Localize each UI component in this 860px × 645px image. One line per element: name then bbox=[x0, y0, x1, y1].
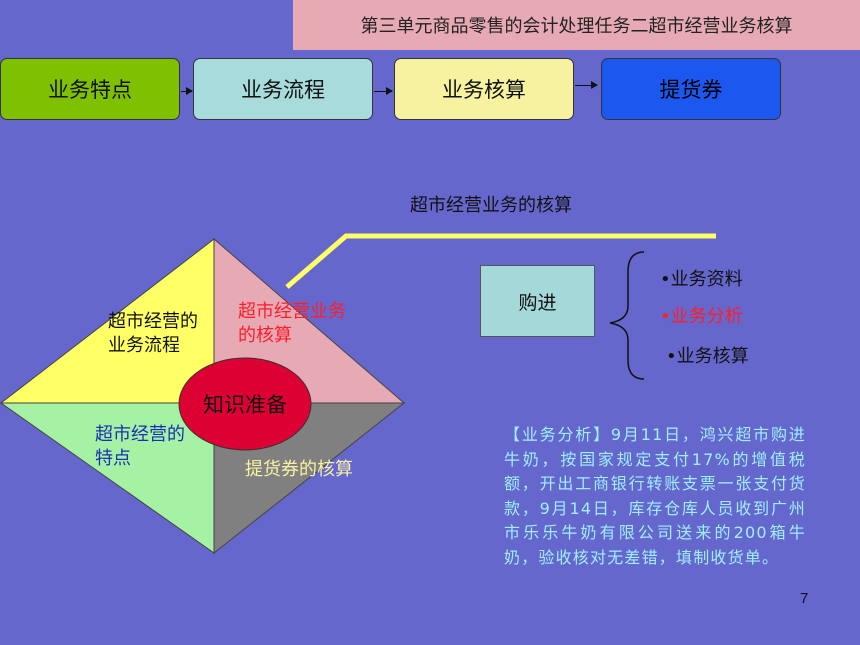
quadrant-label-accounting: 超市经营业务的核算 bbox=[238, 301, 346, 346]
nav-button-vouchers[interactable]: 提货券 bbox=[601, 58, 781, 120]
nav-label: 提货券 bbox=[659, 78, 723, 102]
page-number: 7 bbox=[800, 590, 809, 607]
nav-label: 业务核算 bbox=[442, 78, 526, 102]
slide-title: 第三单元商品零售的会计处理任务二超市经营业务核算 bbox=[360, 16, 793, 37]
quadrant-label-features: 超市经营的特点 bbox=[95, 424, 185, 469]
bullet-business-data[interactable]: •业务资料 bbox=[660, 269, 743, 290]
nav-button-features[interactable]: 业务特点 bbox=[0, 58, 180, 120]
bullet-business-analysis[interactable]: •业务分析 bbox=[660, 306, 743, 327]
nav-button-process[interactable]: 业务流程 bbox=[193, 58, 373, 120]
nav-label: 业务特点 bbox=[48, 78, 132, 102]
purchase-label: 购进 bbox=[518, 292, 557, 314]
business-analysis-text: 【业务分析】9月11日，鸿兴超市购进牛奶，按国家规定支付17%的增值税额，开出工… bbox=[504, 425, 806, 567]
arrow-right-icon bbox=[181, 87, 193, 95]
bullet-business-accounting[interactable]: •业务核算 bbox=[666, 346, 749, 367]
slide-title-bar: 第三单元商品零售的会计处理任务二超市经营业务核算 bbox=[293, 0, 860, 50]
purchase-box[interactable]: 购进 bbox=[480, 265, 595, 337]
center-circle[interactable] bbox=[178, 357, 312, 451]
center-label: 知识准备 bbox=[203, 393, 287, 417]
quadrant-label-process: 超市经营的业务流程 bbox=[108, 311, 198, 356]
arrow-right-icon bbox=[374, 87, 393, 95]
brace-icon bbox=[609, 251, 645, 380]
connector-line bbox=[285, 233, 716, 289]
quadrant-label-vouchers: 提货券的核算 bbox=[245, 459, 353, 480]
section-subtitle: 超市经营业务的核算 bbox=[410, 195, 572, 216]
arrow-right-icon bbox=[575, 81, 598, 89]
nav-label: 业务流程 bbox=[241, 78, 325, 102]
nav-button-accounting[interactable]: 业务核算 bbox=[394, 58, 574, 120]
